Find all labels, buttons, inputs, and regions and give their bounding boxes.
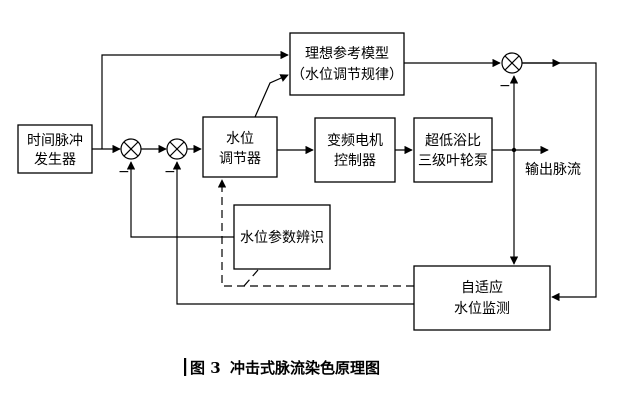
pulse-gen-line1: 时间脉冲 xyxy=(27,133,83,149)
block-adaptive-level-monitor: 自适应 水位监测 xyxy=(413,265,551,331)
block-parameter-identification: 水位参数辨识 xyxy=(233,204,331,270)
pump-line2: 三级叶轮泵 xyxy=(418,153,488,169)
caption-title: 冲击式脉流染色原理图 xyxy=(230,359,380,377)
pump-line1: 超低浴比 xyxy=(425,133,481,149)
level-regulator-line2: 调节器 xyxy=(219,151,261,167)
ideal-model-line1: 理想参考模型 xyxy=(305,45,389,62)
caption-prefix: 图 3 xyxy=(190,359,221,377)
figure-caption: 图 3 冲击式脉流染色原理图 xyxy=(184,358,380,377)
signal-lines xyxy=(92,50,597,305)
level-regulator-line1: 水位 xyxy=(226,131,254,147)
block-ideal-reference-model: 理想参考模型 （水位调节规律） xyxy=(289,32,405,96)
param-ident-label: 水位参数辨识 xyxy=(240,229,324,246)
block-pulse-generator: 时间脉冲 发生器 xyxy=(17,124,93,174)
ideal-model-line2: （水位调节规律） xyxy=(291,67,403,83)
block-three-stage-pump: 超低浴比 三级叶轮泵 xyxy=(413,117,493,183)
block-vfd-controller: 变频电机 控制器 xyxy=(314,117,396,183)
summing-junction-2 xyxy=(166,138,188,160)
vfd-line1: 变频电机 xyxy=(327,133,383,149)
vfd-line2: 控制器 xyxy=(334,153,376,169)
pulse-gen-line2: 发生器 xyxy=(34,152,76,168)
output-pulse-flow-label: 输出脉流 xyxy=(525,162,581,178)
minus-sign-junction-3: − xyxy=(499,78,511,94)
adaptive-line1: 自适应 xyxy=(461,279,503,296)
block-level-regulator: 水位 调节器 xyxy=(202,116,278,178)
summing-junction-3 xyxy=(501,52,523,74)
summing-junction-1 xyxy=(120,138,142,160)
minus-sign-junction-1: − xyxy=(118,164,130,180)
adaptive-line2: 水位监测 xyxy=(454,301,510,317)
minus-sign-junction-2: − xyxy=(164,164,176,180)
